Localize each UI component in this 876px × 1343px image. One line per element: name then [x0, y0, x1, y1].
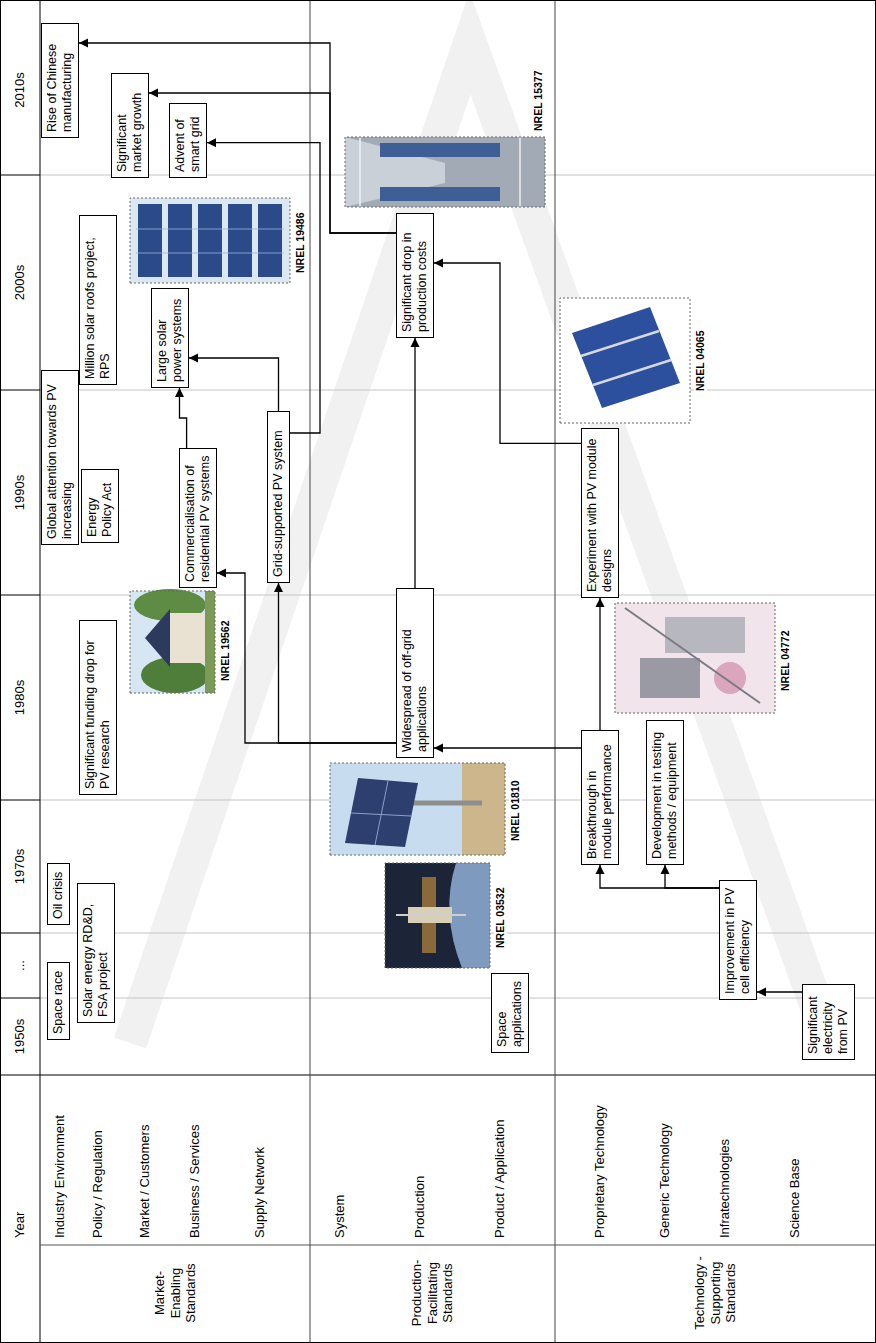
flow-arrow	[599, 598, 600, 730]
event-box: Energy Policy Act	[81, 469, 119, 543]
flow-arrow	[600, 865, 719, 888]
watermark-arrow	[130, 43, 830, 1043]
box-text: Improvement in PV cell efficiency	[723, 886, 753, 994]
decade-label: 1980s	[12, 595, 28, 800]
event-box: Large solar power systems	[151, 288, 189, 388]
box-text: Global attention towards PV increasing	[45, 376, 75, 539]
event-box: Widespread of off-grid applications	[396, 588, 434, 758]
row-label: Market / Customers	[137, 1078, 153, 1238]
photo-credit: NREL 19486	[294, 210, 307, 275]
decade-label: ...	[12, 933, 28, 998]
row-label: System	[332, 1078, 348, 1238]
box-text: Significant funding drop for PV research	[83, 626, 113, 789]
flow-arrow	[279, 583, 397, 743]
box-text: Breakthrough in module performance	[585, 736, 615, 859]
box-text: Solar energy RD&D, FSA project	[81, 889, 111, 1017]
event-box: Significant electricity from PV	[802, 984, 855, 1060]
flow-arrow	[434, 747, 581, 748]
flow-arrow	[217, 573, 396, 743]
decade-label: 1950s	[12, 998, 28, 1075]
group-label: Market- Enabling Standards	[152, 1248, 199, 1338]
decade-label: 1970s	[12, 800, 28, 933]
event-box: Rise of Chinese manufacturing	[41, 23, 79, 138]
event-box: Space applications	[491, 973, 529, 1053]
flow-arrow	[665, 865, 719, 888]
decade-label: 1990s	[12, 390, 28, 595]
photo-credit: NREL 01810	[509, 778, 522, 843]
box-text: Space applications	[495, 979, 525, 1047]
box-text: Grid-supported PV system	[271, 417, 286, 577]
box-text: Million solar roofs project, RPS	[83, 221, 113, 379]
event-box: Experiment with PV module designs	[581, 428, 619, 598]
box-text: Development in testing methods / equipme…	[650, 726, 680, 859]
row-label: Policy / Regulation	[90, 1078, 106, 1238]
event-box: Grid-supported PV system	[267, 411, 290, 583]
flow-arrow	[757, 991, 802, 992]
row-label: Product / Application	[492, 1078, 508, 1238]
group-label: Technology -Supporting Standards	[692, 1248, 739, 1338]
photo-illustration	[130, 198, 290, 283]
event-box: Significant market growth	[111, 73, 149, 178]
row-label: Business / Services	[187, 1078, 203, 1238]
box-text: Significant electricity from PV	[806, 990, 851, 1054]
event-box: Breakthrough in module performance	[581, 730, 619, 865]
photo-credit: NREL 15377	[532, 68, 545, 133]
box-text: Advent of smart grid	[173, 109, 203, 172]
box-text: Commercialisation of residential PV syst…	[183, 454, 213, 582]
photo-illustration	[130, 589, 215, 693]
event-box: Development in testing methods / equipme…	[646, 720, 684, 865]
box-text: Space race	[51, 968, 66, 1034]
event-box: Solar energy RD&D, FSA project	[77, 883, 115, 1023]
decade-label: 2010s	[12, 5, 28, 175]
event-box: Global attention towards PV increasing	[41, 370, 79, 545]
group-label: Production- Facilitating Standards	[409, 1248, 456, 1338]
row-label: Supply Network	[252, 1078, 268, 1238]
flow-arrow	[79, 43, 396, 233]
box-text: Widespread of off-grid applications	[400, 594, 430, 752]
flow-arrow	[149, 93, 396, 233]
photo-credit: NREL 04065	[694, 328, 707, 393]
box-text: Experiment with PV module designs	[585, 434, 615, 592]
photo-illustration	[385, 863, 490, 968]
event-box: Significant drop in production costs	[396, 213, 434, 338]
row-label: Infratechnologies	[717, 1078, 733, 1238]
box-text: Energy Policy Act	[85, 475, 115, 537]
decade-label: 2000s	[12, 175, 28, 390]
event-box: Commercialisation of residential PV syst…	[179, 448, 217, 588]
flow-arrow	[434, 263, 581, 443]
row-label: Generic Technology	[657, 1078, 673, 1238]
event-box: Oil crisis	[47, 863, 70, 925]
photo-credit: NREL 19562	[219, 618, 232, 683]
photo-illustration	[560, 298, 690, 423]
photo-illustration	[330, 763, 505, 855]
flow-arrow	[180, 388, 187, 448]
event-box: Million solar roofs project, RPS	[79, 215, 117, 385]
row-label: Science Base	[787, 1078, 803, 1238]
flow-arrow	[207, 143, 320, 433]
grid-line	[40, 175, 876, 998]
row-label: Proprietary Technology	[592, 1078, 608, 1238]
event-box: Advent of smart grid	[169, 103, 207, 178]
flow-arrow	[189, 358, 279, 411]
photo-credit: NREL 03532	[494, 885, 507, 950]
box-text: Rise of Chinese manufacturing	[45, 29, 75, 132]
event-box: Improvement in PV cell efficiency	[719, 880, 757, 1000]
flow-arrow	[414, 338, 415, 588]
box-text: Large solar power systems	[155, 294, 185, 382]
box-text: Significant drop in production costs	[400, 219, 430, 332]
photo-illustration	[615, 603, 775, 713]
photo-credit: NREL 04772	[779, 628, 792, 693]
row-label: Production	[412, 1078, 428, 1238]
box-text: Significant market growth	[115, 79, 145, 172]
row-label: Industry Environment	[52, 1078, 68, 1238]
event-box: Significant funding drop for PV research	[79, 620, 117, 795]
event-box: Space race	[47, 962, 70, 1040]
header-label: Year	[12, 1088, 28, 1238]
photo-illustration	[345, 137, 545, 207]
box-text: Oil crisis	[51, 869, 66, 919]
